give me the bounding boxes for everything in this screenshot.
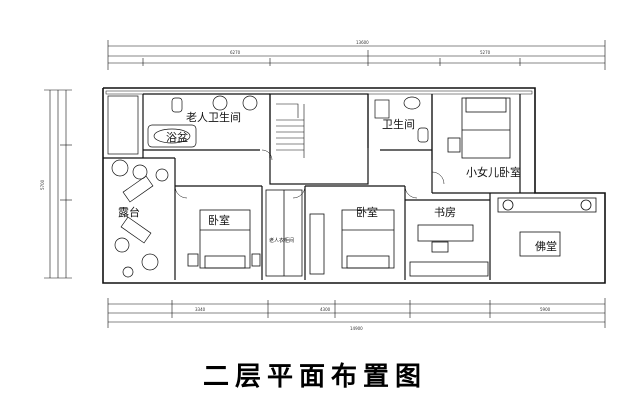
label-bathtub: 浴盆 [166, 130, 188, 144]
study-furniture [409, 224, 489, 277]
bathroom-fixtures [374, 96, 429, 143]
label-bedroom-left: 卧室 [208, 213, 230, 227]
doors [174, 149, 445, 199]
top-dimension-lines [107, 40, 606, 70]
terrace-plants [107, 95, 169, 278]
dim-top-total: 13600 [356, 40, 369, 45]
left-bedroom-furniture [187, 189, 303, 277]
label-bathroom: 卫生间 [382, 117, 415, 131]
label-buddha-hall: 佛堂 [535, 240, 557, 253]
label-study: 书房 [434, 206, 456, 219]
label-elder-wardrobe: 老人衣柜间 [269, 237, 294, 244]
dim-left-total: 5700 [40, 179, 45, 190]
girl-bedroom-furniture [447, 97, 511, 159]
elder-bathroom-fixtures [147, 95, 258, 148]
dim-bottom-c: 5900 [540, 307, 551, 312]
bottom-dimension-lines [107, 298, 606, 328]
interior-walls [103, 93, 535, 280]
label-elder-bathroom: 老人卫生间 [186, 110, 241, 124]
middle-bedroom-furniture [309, 209, 395, 275]
dim-bottom-a: 3340 [195, 307, 206, 312]
label-terrace: 露台 [118, 205, 140, 219]
label-girl-bedroom: 小女儿卧室 [466, 165, 521, 179]
dim-bottom-total: 14900 [350, 326, 363, 331]
buddha-hall-furniture [497, 197, 597, 257]
staircase [276, 103, 305, 158]
dim-top-b: 5270 [480, 50, 491, 55]
dim-bottom-b: 4300 [320, 307, 331, 312]
left-dimension-lines [44, 89, 72, 279]
label-bedroom-mid: 卧室 [356, 205, 378, 219]
dim-top-a: 6270 [230, 50, 241, 55]
plan-title: 二层平面布置图 [202, 362, 427, 392]
